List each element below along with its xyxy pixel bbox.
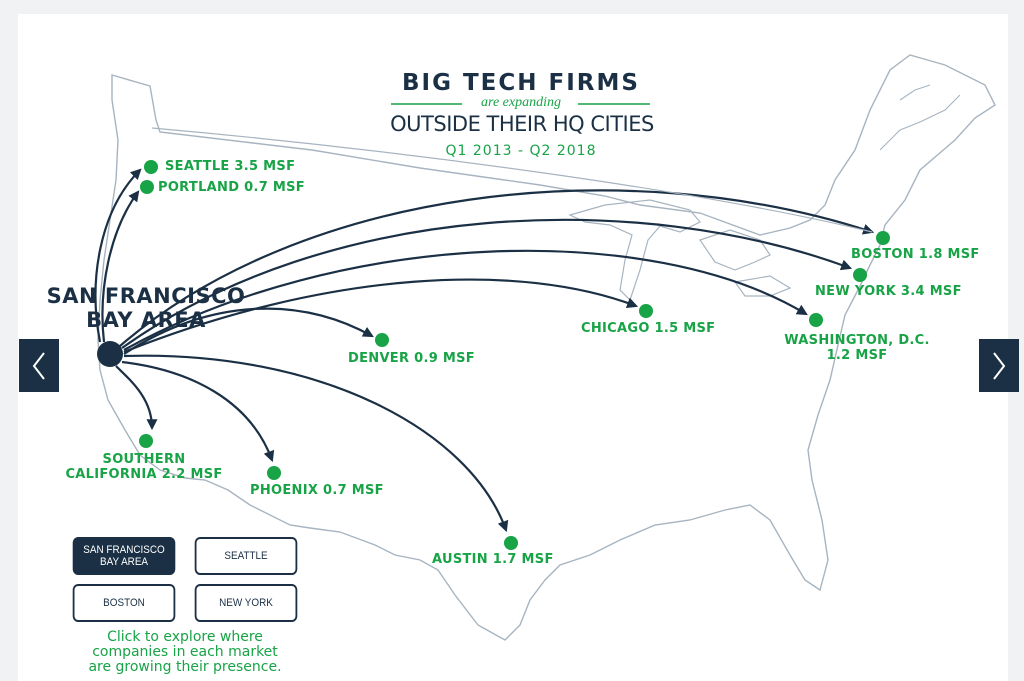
arrow-to-austin [123,354,509,533]
label-boston: BOSTON 1.8 MSF [851,247,980,262]
market-button-sf-line2: BAY AREA [99,556,149,568]
market-button-boston[interactable]: BOSTON [72,584,176,622]
label-new-york: NEW YORK 3.4 MSF [815,284,962,299]
us-outline [97,54,996,641]
explore-line3: are growing their presence. [88,659,282,675]
explore-instructions: Click to explore where companies in each… [52,630,318,675]
market-button-sf-line1: SAN FRANCISCO [83,544,165,556]
label-phoenix: PHOENIX 0.7 MSF [250,483,384,498]
explore-line1: Click to explore where [107,629,263,645]
label-denver: DENVER 0.9 MSF [348,351,475,366]
dot-phoenix [267,466,281,480]
arrow-to-washington [123,249,808,351]
dot-chicago [639,304,653,318]
label-washington: WASHINGTON, D.C. 1.2 MSF [774,333,940,363]
infographic-card [18,14,1008,681]
arrow-ne-seattle [151,127,873,233]
label-chicago: CHICAGO 1.5 MSF [581,321,716,336]
explore-line2: companies in each market [92,644,278,660]
arrow-to-phoenix [121,360,275,463]
arrow-to-chicago [123,278,639,354]
arrow-to-new-york [121,218,853,349]
chevron-left-icon [32,351,45,380]
dot-boston [876,231,890,245]
chevron-right-icon [993,351,1006,380]
dot-denver [375,333,389,347]
maine-coast [879,84,961,151]
label-washington-line1: WASHINGTON, D.C. [784,333,930,348]
market-button-new-york[interactable]: NEW YORK [194,584,298,622]
label-seattle: SEATTLE 3.5 MSF [165,159,296,174]
next-slide-button[interactable] [979,339,1019,392]
title-main: BIG TECH FIRMS [402,70,640,96]
title-secondary: OUTSIDE THEIR HQ CITIES [390,112,654,136]
hq-label: SAN FRANCISCO BAY AREA [46,284,246,332]
arrow-to-denver [123,307,374,355]
great-lakes [568,199,792,302]
arrow-to-seattle [94,168,142,343]
prev-slide-button[interactable] [19,339,59,392]
label-socal: SOUTHERN CALIFORNIA 2.2 MSF [56,452,232,482]
label-austin: AUSTIN 1.7 MSF [432,552,554,567]
label-portland: PORTLAND 0.7 MSF [158,180,305,195]
dot-new-york [853,268,867,282]
flow-arrows [94,127,875,533]
label-socal-line1: SOUTHERN [102,452,186,467]
market-button-seattle[interactable]: SEATTLE [194,537,298,575]
arrow-to-portland [101,190,140,343]
arrow-to-boston [119,189,875,347]
title-subtext: are expanding [481,95,561,110]
dot-seattle [144,160,158,174]
hq-dot-sf [97,341,123,367]
dot-austin [504,536,518,550]
dot-washington [809,313,823,327]
arrow-to-socal [115,365,158,431]
title-date-range: Q1 2013 - Q2 2018 [445,143,597,159]
label-socal-line2: CALIFORNIA 2.2 MSF [65,467,223,482]
dot-portland [140,180,154,194]
label-washington-line2: 1.2 MSF [826,348,888,363]
dot-socal [139,434,153,448]
